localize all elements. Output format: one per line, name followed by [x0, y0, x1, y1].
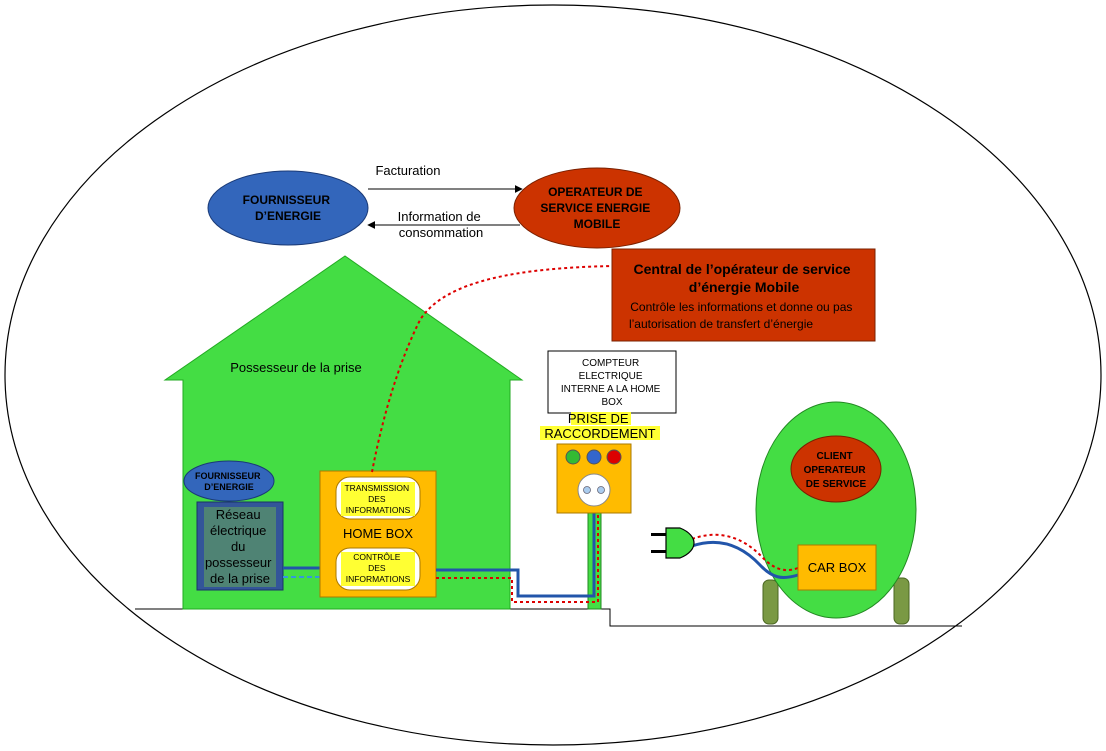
local-supplier-ellipse	[183, 460, 275, 502]
status-light-red	[606, 449, 622, 465]
plug-cable	[691, 540, 799, 579]
socket-label: PRISE DE RACCORDEMENT	[544, 411, 655, 441]
network-text-highlight	[204, 507, 276, 587]
control-highlight	[341, 552, 415, 586]
info-cable	[436, 513, 599, 603]
carbox	[797, 544, 877, 591]
central-box	[611, 248, 876, 342]
operator-ellipse	[513, 167, 681, 249]
outer-ellipse	[4, 4, 1102, 746]
operator-label: OPERATEUR DE SERVICE ENERGIE MOBILE	[540, 185, 653, 231]
carbox-label: CAR BOX	[808, 560, 867, 575]
plug-info-cable	[691, 533, 799, 572]
central-body: Contrôle les informations et donne ou pa…	[629, 300, 856, 331]
status-light-blue	[586, 449, 602, 465]
power-outlet	[577, 473, 611, 507]
network-label: Réseau électrique du possesseur de la pr…	[205, 507, 275, 586]
power-cable	[436, 513, 596, 598]
transmission-highlight	[341, 482, 415, 516]
supplier-label: FOURNISSEUR D’ENERGIE	[243, 193, 334, 223]
billing-label: Facturation	[375, 163, 440, 178]
client-ellipse	[790, 435, 882, 503]
supplier-ellipse	[207, 170, 369, 246]
info-link-central	[371, 265, 613, 473]
outlet-hole-right	[597, 486, 605, 494]
plug-icon	[651, 527, 695, 559]
central-title: Central de l’opérateur de service d’éner…	[634, 261, 855, 295]
socket-label-highlight-1	[571, 412, 631, 425]
transmission-label: TRANSMISSION DES INFORMATIONS	[344, 483, 411, 515]
owner-label: Possesseur de la prise	[230, 360, 362, 375]
control-label: CONTRÔLE DES INFORMATIONS	[346, 552, 411, 584]
car-wheel-right	[893, 577, 910, 625]
meter-label: COMPTEUR ELECTRIQUE INTERNE A LA HOME BO…	[561, 358, 663, 408]
homebox-label: HOME BOX	[343, 526, 413, 541]
client-label: CLIENT OPERATEUR DE SERVICE	[804, 451, 869, 490]
status-light-green	[565, 449, 581, 465]
outlet-hole-left	[583, 486, 591, 494]
socket-label-highlight-2	[540, 426, 660, 440]
consumption-label: Information de consommation	[398, 209, 485, 240]
car-wheel-left	[762, 579, 779, 625]
meter-box	[547, 350, 677, 414]
local-supplier-label: FOURNISSEUR D’ENERGIE	[195, 471, 263, 492]
